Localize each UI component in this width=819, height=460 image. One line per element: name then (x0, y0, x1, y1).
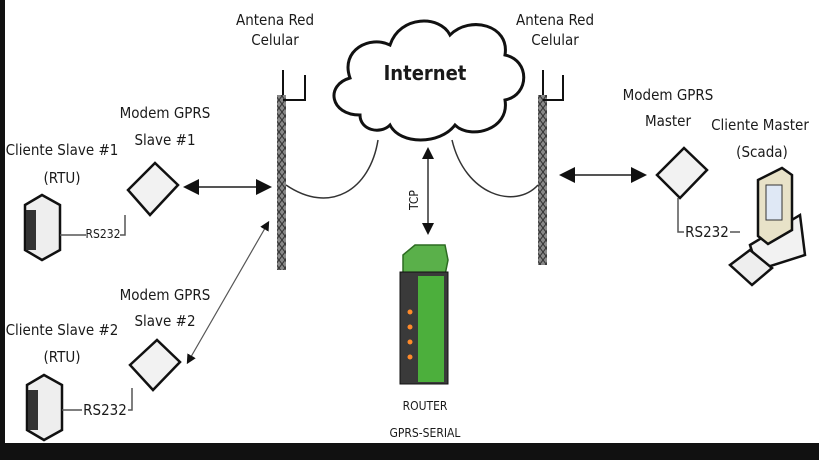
link-antenna-left-internet (285, 139, 379, 199)
antenna-tower-left-icon (277, 70, 306, 270)
internet-label: Internet (384, 61, 467, 85)
antenna-right-label-1: Antena Red (516, 11, 594, 29)
client-master-label-2: (Scada) (736, 143, 788, 161)
client-slave1-label-1: Cliente Slave #1 (6, 141, 119, 159)
router-gprs-serial-icon (399, 244, 449, 385)
modem-master-label-1: Modem GPRS (623, 86, 714, 104)
left-border (0, 0, 5, 460)
client-slave2-label-1: Cliente Slave #2 (6, 321, 119, 339)
modem-slave2-label-2: Slave #2 (134, 312, 195, 330)
antenna-tower-right-icon (538, 70, 564, 265)
client-slave1-label-2: (RTU) (44, 169, 81, 187)
link-antenna-right-internet (451, 139, 539, 198)
client-slave2-label-2: (RTU) (44, 348, 81, 366)
scada-computer-icon (728, 166, 807, 287)
router-label-1: ROUTER (403, 399, 448, 413)
rs232-link-slave1 (60, 215, 126, 236)
rs232-label-slave2: RS232 (83, 401, 127, 419)
modem-master-label-2: Master (645, 112, 692, 130)
rs232-label-slave1: RS232 (86, 227, 121, 241)
modem-slave2-label-1: Modem GPRS (120, 286, 211, 304)
modem-slave1-label-1: Modem GPRS (120, 104, 211, 122)
router-label-2: GPRS-SERIAL (390, 426, 461, 440)
modem-slave1-label-2: Slave #1 (134, 131, 195, 149)
rs232-label-master: RS232 (685, 223, 729, 241)
rtu-server-icon (23, 193, 62, 262)
modem-slave1-icon (126, 161, 180, 217)
modem-master-icon (655, 146, 709, 200)
tcp-label: TCP (407, 190, 421, 211)
modem-slave2-icon (128, 338, 182, 392)
bottom-border (0, 443, 819, 460)
antenna-left-label-2: Celular (251, 31, 299, 49)
rtu-server-icon (25, 373, 64, 442)
wireless-link-slave2 (186, 220, 270, 365)
antenna-right-label-2: Celular (531, 31, 579, 49)
antenna-left-label-1: Antena Red (236, 11, 314, 29)
client-master-label-1: Cliente Master (711, 116, 809, 134)
internet-cloud-icon (332, 19, 526, 142)
